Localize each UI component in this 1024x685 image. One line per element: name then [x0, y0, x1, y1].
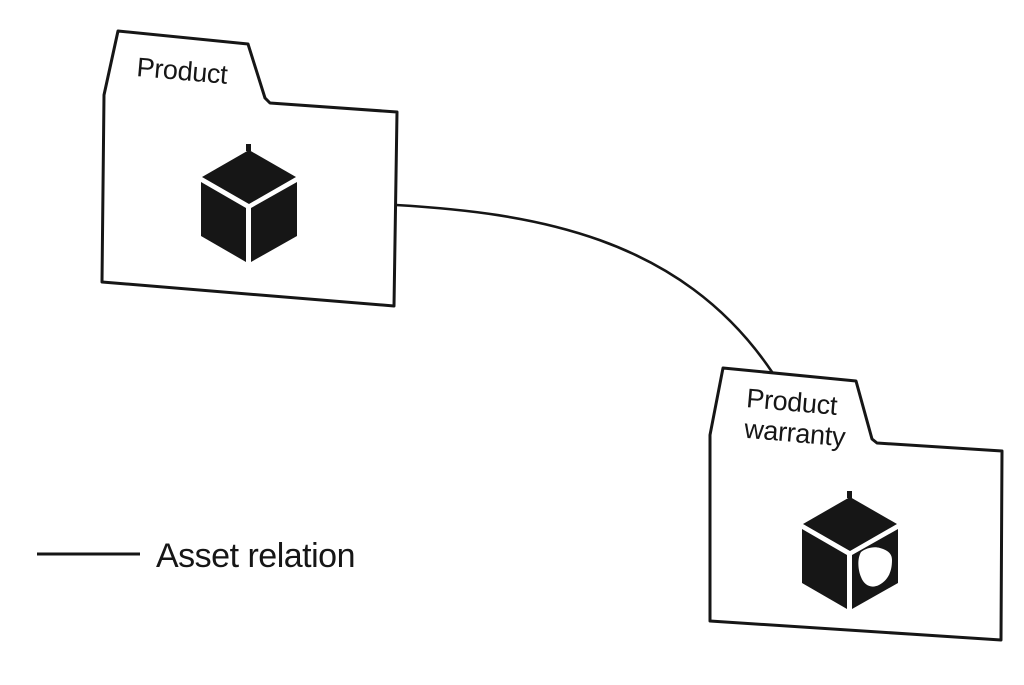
cube-top-nub	[847, 491, 852, 498]
cube-top-nub	[246, 144, 251, 151]
node-product[interactable]: Product	[100, 29, 399, 308]
cube-right-face	[251, 182, 297, 262]
cube-top-face	[202, 150, 296, 204]
legend-label: Asset relation	[156, 537, 355, 575]
cube-icon	[201, 144, 297, 262]
cube-shield-icon	[802, 491, 898, 609]
cube-left-face	[802, 529, 847, 609]
cube-right-face-with-shield-cutout	[852, 529, 898, 609]
cube-left-face	[201, 182, 246, 262]
asset-relation-edge[interactable]	[394, 203, 774, 374]
node-product-warranty[interactable]: Product warranty	[708, 366, 1004, 642]
legend: Asset relation	[37, 537, 356, 575]
cube-top-face	[803, 497, 897, 551]
